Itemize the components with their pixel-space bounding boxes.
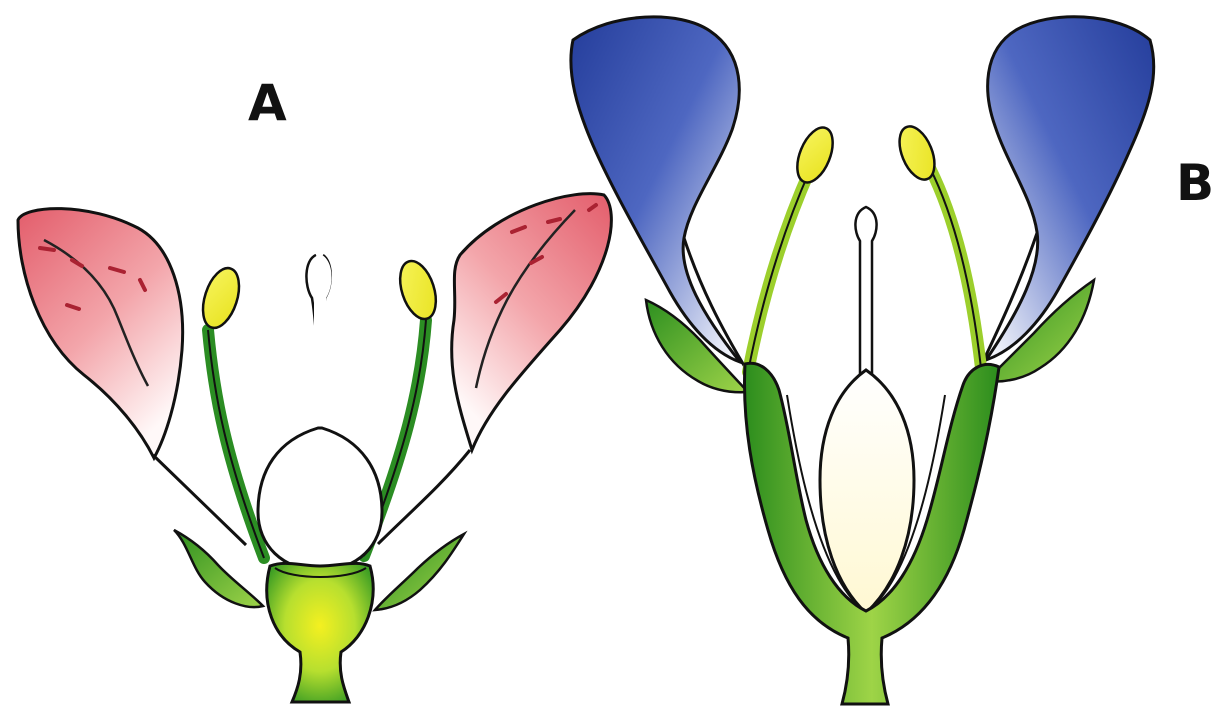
flower-a-left-stamen-filament — [208, 330, 264, 558]
flower-b-label: B — [1176, 158, 1214, 208]
flower-a-right-anther — [394, 257, 443, 324]
flower-a-label: A — [248, 78, 287, 128]
flower-a-right-sepal — [375, 534, 464, 610]
flower-a-left-petal — [18, 209, 183, 458]
flower-a-right-petal — [452, 194, 612, 450]
flower-b-left-stamen-filament — [748, 170, 810, 372]
flower-b-left-anther — [790, 122, 840, 187]
flower-a-receptacle — [267, 563, 373, 702]
flower-a-left-anther — [196, 264, 246, 333]
flower-b-right-stamen-filament — [930, 168, 981, 368]
flower-b-style — [855, 207, 876, 374]
flower-a-left-sepal — [174, 530, 263, 607]
flower-a-diagram — [18, 194, 611, 702]
flower-b-ovary — [820, 370, 914, 613]
flower-a-ovary — [258, 428, 382, 570]
flower-a-style-fill — [308, 255, 331, 430]
flower-b-diagram — [571, 17, 1154, 704]
